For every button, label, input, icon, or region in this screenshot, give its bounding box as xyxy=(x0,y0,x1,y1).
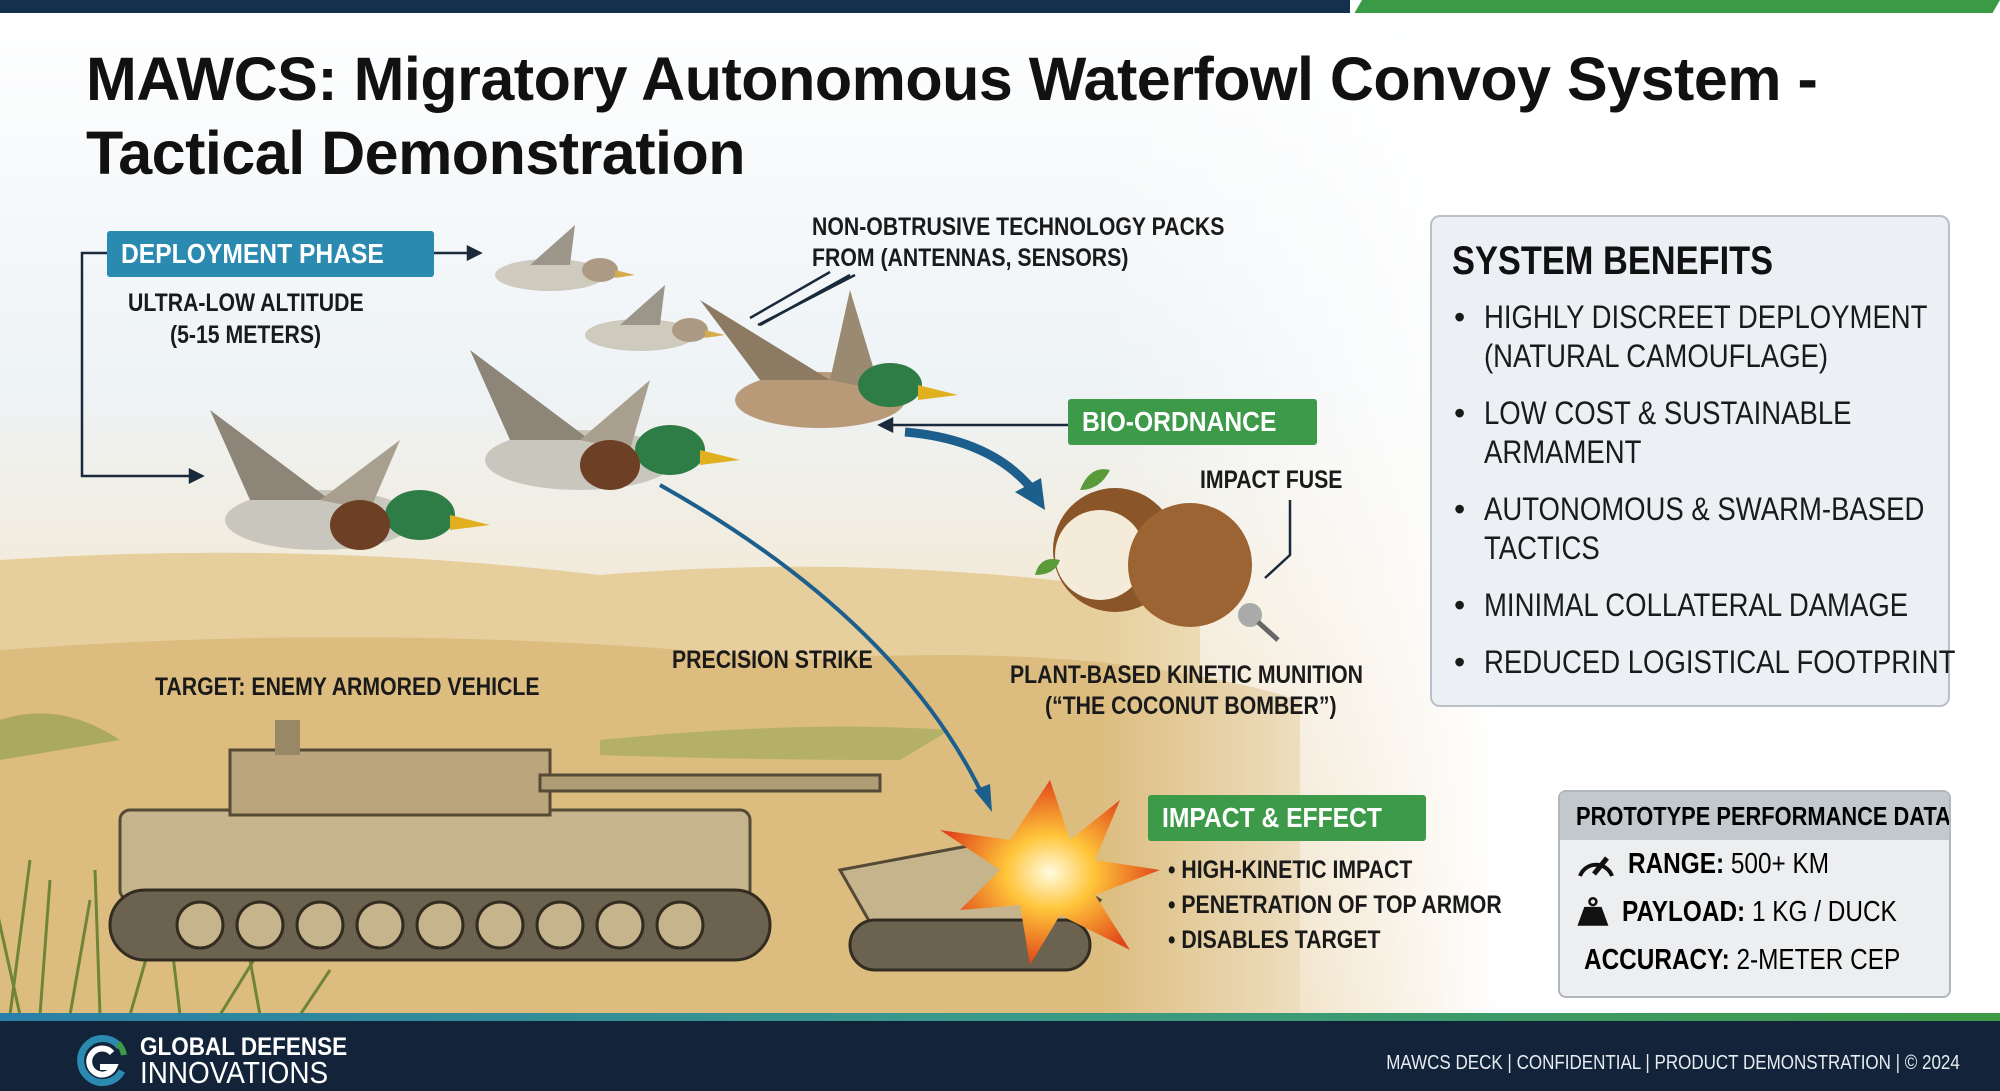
top-accent-bar xyxy=(0,0,1350,13)
company-logo-icon xyxy=(77,1035,127,1087)
range-value: 500+ KM xyxy=(1724,847,1830,880)
benefit-line: REDUCED LOGISTICAL FOOTPRINT xyxy=(1484,644,1956,680)
benefit-item: REDUCED LOGISTICAL FOOTPRINT xyxy=(1452,643,1956,682)
altitude-range: (5-15 METERS) xyxy=(170,321,322,349)
page-title: MAWCS: Migratory Autonomous Waterfowl Co… xyxy=(86,45,1818,187)
bio-ordnance-badge: BIO-ORDNANCE xyxy=(1068,399,1317,445)
altitude-label: ULTRA-LOW ALTITUDE xyxy=(128,289,364,317)
grass xyxy=(0,859,332,1016)
company-name-line1: GLOBAL DEFENSE xyxy=(140,1033,348,1061)
impact-effect-badge: IMPACT & EFFECT xyxy=(1148,795,1426,841)
benefit-item: HIGHLY DISCREET DEPLOYMENT(NATURAL CAMOU… xyxy=(1452,298,1928,376)
weight-icon xyxy=(1577,896,1609,926)
range-label: RANGE: xyxy=(1628,847,1725,880)
tech-packs-label-2: FROM (ANTENNAS, SENSORS) xyxy=(812,244,1129,272)
badge-label: BIO-ORDNANCE xyxy=(1082,406,1277,437)
benefit-line: ARMAMENT xyxy=(1484,434,1642,470)
benefit-line: AUTONOMOUS & SWARM-BASED xyxy=(1484,491,1925,527)
footer xyxy=(0,1015,2000,1091)
benefit-line: MINIMAL COLLATERAL DAMAGE xyxy=(1484,587,1909,623)
performance-row-payload: PAYLOAD: 1 KG / DUCK xyxy=(1560,888,1949,936)
accuracy-value: 2-METER CEP xyxy=(1729,943,1901,976)
explosion xyxy=(940,780,1160,965)
badge-label: IMPACT & EFFECT xyxy=(1162,802,1382,833)
payload-label: PAYLOAD: xyxy=(1621,895,1746,928)
performance-data-panel: PROTOTYPE PERFORMANCE DATA RANGE: 500+ K… xyxy=(1558,790,1951,998)
deployment-phase-badge: DEPLOYMENT PHASE xyxy=(107,231,434,277)
munition-nickname: (“THE COCONUT BOMBER”) xyxy=(1045,692,1337,720)
performance-title: PROTOTYPE PERFORMANCE DATA xyxy=(1560,792,1949,840)
coconut-bomb xyxy=(1035,469,1280,642)
precision-strike-label: PRECISION STRIKE xyxy=(672,646,873,674)
performance-title-text: PROTOTYPE PERFORMANCE DATA xyxy=(1576,801,1951,831)
range-text: RANGE: 500+ KM xyxy=(1628,848,1829,881)
benefit-line: LOW COST & SUSTAINABLE xyxy=(1484,395,1852,431)
footer-info: MAWCS DECK | CONFIDENTIAL | PRODUCT DEMO… xyxy=(1386,1052,1960,1074)
accuracy-text: ACCURACY: 2-METER CEP xyxy=(1584,944,1900,977)
munition-label: PLANT-BASED KINETIC MUNITION xyxy=(1010,661,1363,689)
impact-bullet: • PENETRATION OF TOP ARMOR xyxy=(1168,891,1502,919)
benefits-title: SYSTEM BENEFITS xyxy=(1452,239,1774,283)
top-accent-bar-green xyxy=(1354,0,2000,13)
performance-row-range: RANGE: 500+ KM xyxy=(1560,840,1949,888)
company-name-line2: INNOVATIONS xyxy=(140,1055,329,1090)
target-label: TARGET: ENEMY ARMORED VEHICLE xyxy=(155,673,540,701)
accuracy-label: ACCURACY: xyxy=(1584,943,1730,976)
badge-label: DEPLOYMENT PHASE xyxy=(121,238,384,269)
benefit-line: HIGHLY DISCREET DEPLOYMENT xyxy=(1484,299,1928,335)
payload-value: 1 KG / DUCK xyxy=(1745,895,1897,928)
precision-strike-arrow xyxy=(659,483,987,801)
performance-row-accuracy: ACCURACY: 2-METER CEP xyxy=(1560,936,1949,984)
benefit-line: (NATURAL CAMOUFLAGE) xyxy=(1484,338,1829,374)
footer-accent-stripe xyxy=(0,1013,2000,1021)
impact-bullet: • HIGH-KINETIC IMPACT xyxy=(1168,856,1413,884)
impact-fuse-label: IMPACT FUSE xyxy=(1200,466,1343,494)
payload-text: PAYLOAD: 1 KG / DUCK xyxy=(1622,896,1897,929)
duck-formation xyxy=(210,225,958,550)
flow-arrows xyxy=(80,244,1292,579)
system-benefits-panel: SYSTEM BENEFITS HIGHLY DISCREET DEPLOYME… xyxy=(1430,215,1956,707)
benefit-item: MINIMAL COLLATERAL DAMAGE xyxy=(1452,586,1909,625)
tech-packs-label-1: NON-OBTRUSIVE TECHNOLOGY PACKS xyxy=(812,213,1225,241)
speedometer-icon xyxy=(1578,856,1614,877)
impact-bullet: • DISABLES TARGET xyxy=(1168,926,1381,954)
benefit-line: TACTICS xyxy=(1484,530,1600,566)
